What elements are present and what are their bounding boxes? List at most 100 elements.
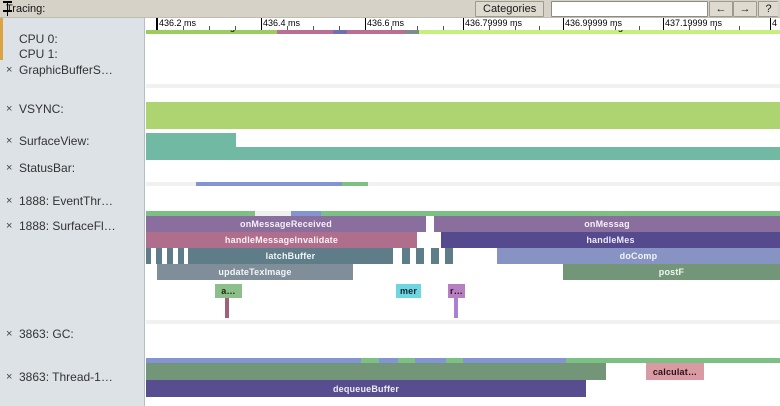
timeline-slice[interactable]: SurfaceFlinger	[419, 30, 780, 34]
timeline-slice-unlabeled[interactable]	[398, 358, 415, 363]
timeline-slice-unlabeled[interactable]	[146, 133, 236, 147]
timeline-slice[interactable]: dequeueBuffer	[146, 380, 586, 397]
timeline-slice[interactable]: a…	[215, 284, 242, 298]
prev-button[interactable]: ←	[709, 1, 733, 17]
timeline-slice[interactable]: SurfaceFlinger	[146, 30, 277, 34]
timeline-slice-unlabeled[interactable]	[196, 182, 342, 186]
ruler-origin-marker	[145, 18, 157, 30]
timeline-slice-unlabeled[interactable]	[431, 248, 439, 264]
timeline-slice-unlabeled[interactable]	[405, 30, 419, 34]
timeline-slice[interactable]: Eve	[347, 30, 405, 34]
track-sidebar[interactable]: ×CPU 0:×CPU 1:×GraphicBufferS…×VSYNC:×Su…	[0, 18, 145, 406]
track-label-row[interactable]: ×1888: SurfaceFl…	[0, 219, 144, 233]
timeline-slice[interactable]: handleMessageInvalidate	[146, 232, 417, 248]
timeline-canvas[interactable]: Binder_1malThrBinBinder_4Thread-189Surfa…	[146, 30, 780, 406]
timeline-slice-unlabeled[interactable]	[445, 248, 453, 264]
ruler-tick-label: 436.99999 ms	[565, 18, 623, 28]
timeline-slice-unlabeled[interactable]	[566, 358, 780, 363]
timeline-slice[interactable]: updateTexImage	[157, 264, 353, 280]
track-name: 3863: GC:	[19, 327, 74, 341]
close-icon[interactable]: ×	[6, 371, 13, 383]
track-background-band	[146, 84, 780, 88]
timeline-slice[interactable]: onMessageReceived	[146, 216, 426, 232]
timeline-slice[interactable]: latchBuffer	[188, 248, 393, 264]
ruler-tick-label: 436.79999 ms	[465, 18, 523, 28]
timeline-slice-unlabeled[interactable]	[416, 248, 424, 264]
timeline-slice-unlabeled[interactable]	[146, 211, 255, 216]
track-label-row[interactable]: × 3863: Thread-1…	[0, 370, 144, 384]
track-label-row[interactable]: × SurfaceView:	[0, 134, 144, 148]
ruler-tick-label: 436.4 ms	[263, 18, 301, 28]
close-icon[interactable]: ×	[6, 103, 13, 115]
close-icon[interactable]: ×	[6, 195, 13, 207]
track-label-row[interactable]: × 3863: GC:	[0, 327, 144, 341]
ruler-minor-tick	[739, 26, 740, 30]
ruler-minor-tick	[715, 26, 716, 30]
timeline-slice-unlabeled[interactable]	[361, 358, 379, 363]
ruler-minor-tick	[589, 26, 590, 30]
track-label-row[interactable]: ×1888: EventThr…	[0, 194, 144, 208]
text-cursor-icon	[3, 1, 12, 16]
timeline-slice[interactable]: onMessag	[434, 216, 780, 232]
ruler-minor-tick	[235, 26, 236, 30]
help-button[interactable]: ?	[758, 1, 778, 17]
timeline-slice-unlabeled[interactable]	[379, 358, 398, 363]
timeline-slice-unlabeled[interactable]	[429, 216, 434, 232]
timeline-slice-unlabeled[interactable]	[225, 298, 229, 318]
timeline-slice-unlabeled[interactable]	[454, 298, 458, 318]
timeline-slice-unlabeled[interactable]	[415, 358, 446, 363]
close-icon[interactable]: ×	[6, 328, 13, 340]
timeline-slice-unlabeled[interactable]	[146, 248, 151, 264]
timeline-slice-unlabeled[interactable]	[291, 211, 321, 216]
timeline-slice-unlabeled[interactable]	[342, 182, 368, 186]
timeline-slice-unlabeled[interactable]	[156, 248, 162, 264]
track-name: SurfaceView:	[19, 134, 90, 148]
timeline-slice-unlabeled[interactable]	[321, 211, 780, 216]
ruler-tick-label: 4	[772, 18, 778, 28]
track-background-band	[146, 320, 780, 324]
timeline-slice[interactable]: postF	[563, 264, 780, 280]
track-name: StatusBar:	[19, 161, 76, 175]
timeline-slice-unlabeled[interactable]	[146, 102, 780, 129]
timeline-slice-unlabeled[interactable]	[446, 358, 463, 363]
top-toolbar: Tracing: Categories ← → ?	[0, 0, 780, 18]
ruler-major-tick	[365, 18, 366, 30]
ruler-tick-label: 436.2 ms	[159, 18, 197, 28]
timeline-slice[interactable]: handleMes	[441, 232, 780, 248]
timeline-slice-unlabeled[interactable]	[146, 358, 361, 363]
timeline-slice-unlabeled[interactable]	[146, 363, 606, 380]
timeline-slice[interactable]: r…	[448, 284, 465, 298]
timeline-slice-unlabeled[interactable]	[167, 248, 173, 264]
timeline-slice-unlabeled[interactable]	[333, 30, 347, 34]
ruler-minor-tick	[391, 26, 392, 30]
timeline-slice[interactable]: mer	[396, 284, 421, 298]
categories-button[interactable]: Categories	[475, 1, 545, 17]
track-label-row[interactable]: × VSYNC:	[0, 102, 144, 116]
timeline-slice[interactable]: doComp	[497, 248, 780, 264]
timeline-slice-unlabeled[interactable]	[146, 147, 780, 160]
close-icon[interactable]: ×	[6, 64, 13, 76]
close-icon[interactable]: ×	[6, 135, 13, 147]
timeline-slice[interactable]: mal…	[277, 30, 333, 34]
ruler-major-tick	[157, 18, 158, 30]
timeline-slice-unlabeled[interactable]	[463, 358, 566, 363]
track-name: VSYNC:	[19, 102, 64, 116]
timeline-slice[interactable]: calculat…	[646, 363, 704, 380]
track-label-row[interactable]: ×GraphicBufferS…	[0, 63, 144, 77]
timeline-slice-unlabeled[interactable]	[178, 248, 184, 264]
close-icon[interactable]: ×	[6, 220, 13, 232]
track-label-row[interactable]: × StatusBar:	[0, 161, 144, 175]
next-button[interactable]: →	[733, 1, 757, 17]
search-input[interactable]	[551, 1, 708, 17]
track-name: 3863: Thread-1…	[19, 370, 113, 384]
ruler-minor-tick	[639, 26, 640, 30]
track-background-band	[146, 182, 780, 186]
track-label-row[interactable]: ×CPU 1:	[0, 47, 144, 61]
track-label-row[interactable]: ×CPU 0:	[0, 32, 144, 46]
close-icon[interactable]: ×	[6, 162, 13, 174]
timeline-slice-unlabeled[interactable]	[402, 248, 410, 264]
ruler-minor-tick	[417, 26, 418, 30]
timeline-slice-unlabeled[interactable]	[255, 211, 291, 216]
